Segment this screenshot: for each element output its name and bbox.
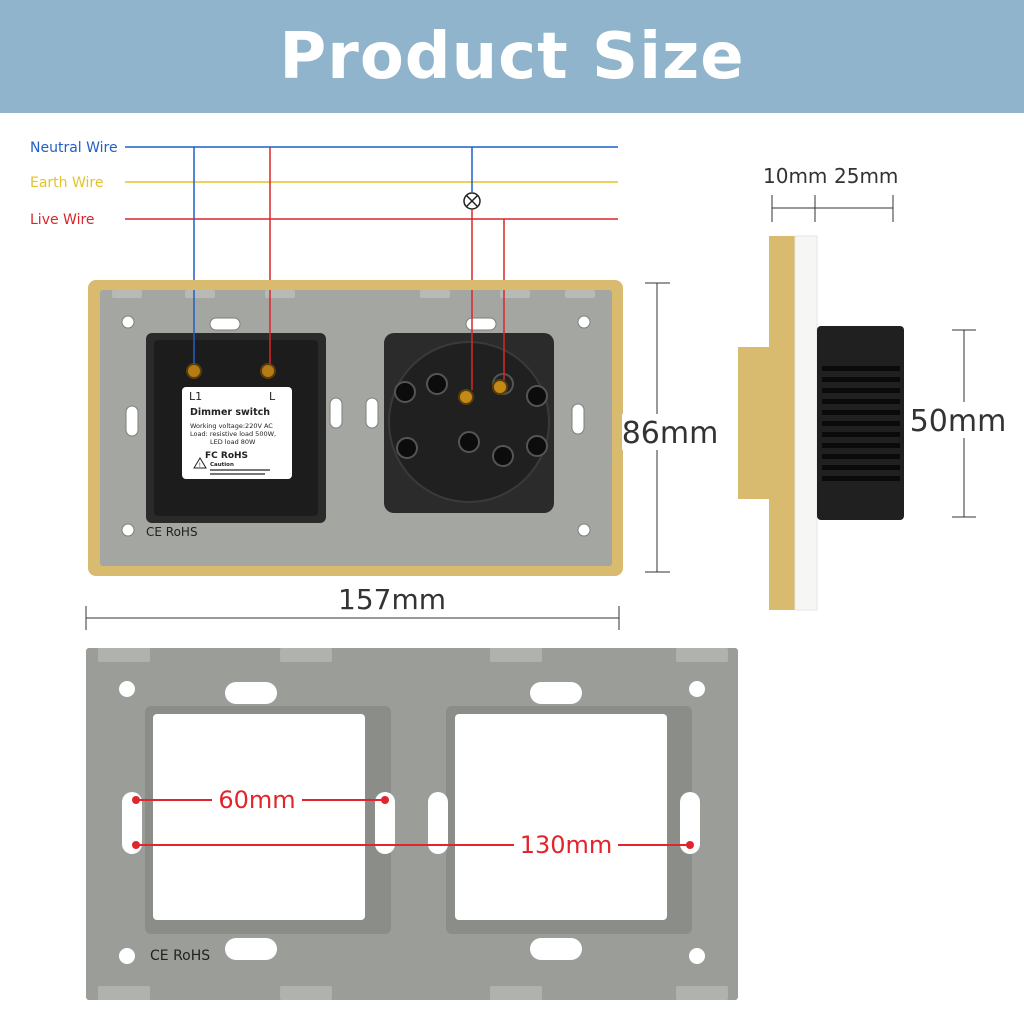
front-panel: CE RoHS L1 L Dimmer switch Working volta…: [88, 280, 623, 576]
dimmer-title: Dimmer switch: [190, 407, 270, 418]
socket-brass-terminal-1: [458, 389, 474, 405]
side-knob-edge: [738, 347, 769, 499]
dimension-hole-spacing-double: 130mm: [132, 829, 694, 859]
dimmer-spec-voltage: Working voltage:220V AC: [190, 422, 273, 430]
height-dimension-label: 86mm: [622, 416, 719, 451]
neutral-wire-label: Neutral Wire: [30, 140, 118, 156]
socket-module: 10A 250V: [384, 333, 554, 513]
lamp-icon: [463, 192, 481, 210]
mounting-opening-left: [153, 714, 365, 920]
switch-terminal-l1: [186, 363, 202, 379]
dimmer-switch-module: L1 L Dimmer switch Working voltage:220V …: [146, 333, 326, 523]
back-depth-label: 25mm: [834, 164, 898, 188]
side-frame: [769, 236, 795, 610]
panel-cert-mark: CE RoHS: [146, 525, 198, 539]
side-plate: [794, 235, 818, 611]
front-thickness-label: 10mm: [763, 164, 827, 188]
double-spacing-label: 130mm: [520, 831, 613, 859]
page-title: Product Size: [279, 19, 745, 94]
socket-brass-terminal-2: [492, 379, 508, 395]
side-box-vents: [822, 366, 900, 481]
terminal-l-label: L: [269, 390, 276, 403]
dimmer-spec-load: Load: resistive load 500W,: [190, 430, 276, 438]
terminal-l1-label: L1: [189, 390, 202, 403]
mounting-cert-mark: CE RoHS: [150, 948, 210, 964]
socket-rating: 10A 250V: [448, 356, 493, 366]
dimmer-cert: FC RoHS: [205, 451, 248, 461]
dimmer-caution: Caution: [210, 462, 234, 468]
mounting-opening-right: [455, 714, 667, 920]
svg-text:!: !: [199, 462, 201, 469]
mounting-plate: CE RoHS 60mm 130mm: [86, 648, 738, 1000]
mounting-plate-tabs: [98, 648, 728, 1000]
single-spacing-label: 60mm: [218, 786, 295, 814]
dimmer-spec-led: LED load 80W: [210, 438, 256, 446]
dimension-height: 86mm: [622, 282, 719, 573]
mounting-slots: [122, 682, 700, 960]
warning-icon: !: [193, 457, 207, 469]
live-wire-label: Live Wire: [30, 212, 95, 228]
side-view: 10mm 25mm 50mm: [738, 164, 1014, 611]
panel-slots: [125, 317, 585, 437]
width-dimension-label: 157mm: [338, 583, 446, 616]
dimension-width: 157mm: [85, 583, 620, 630]
socket-terminals: [394, 373, 548, 467]
earth-wire-label: Earth Wire: [30, 175, 103, 191]
mounting-holes: [119, 681, 705, 964]
box-height-label: 50mm: [910, 404, 1007, 439]
plate-bumps: [112, 290, 595, 298]
dimension-hole-spacing-single: 60mm: [132, 784, 389, 814]
switch-terminal-l: [260, 363, 276, 379]
panel-screw-holes: [121, 315, 591, 537]
dimmer-label-sticker: [182, 387, 292, 479]
title-banner: Product Size: [0, 0, 1024, 113]
